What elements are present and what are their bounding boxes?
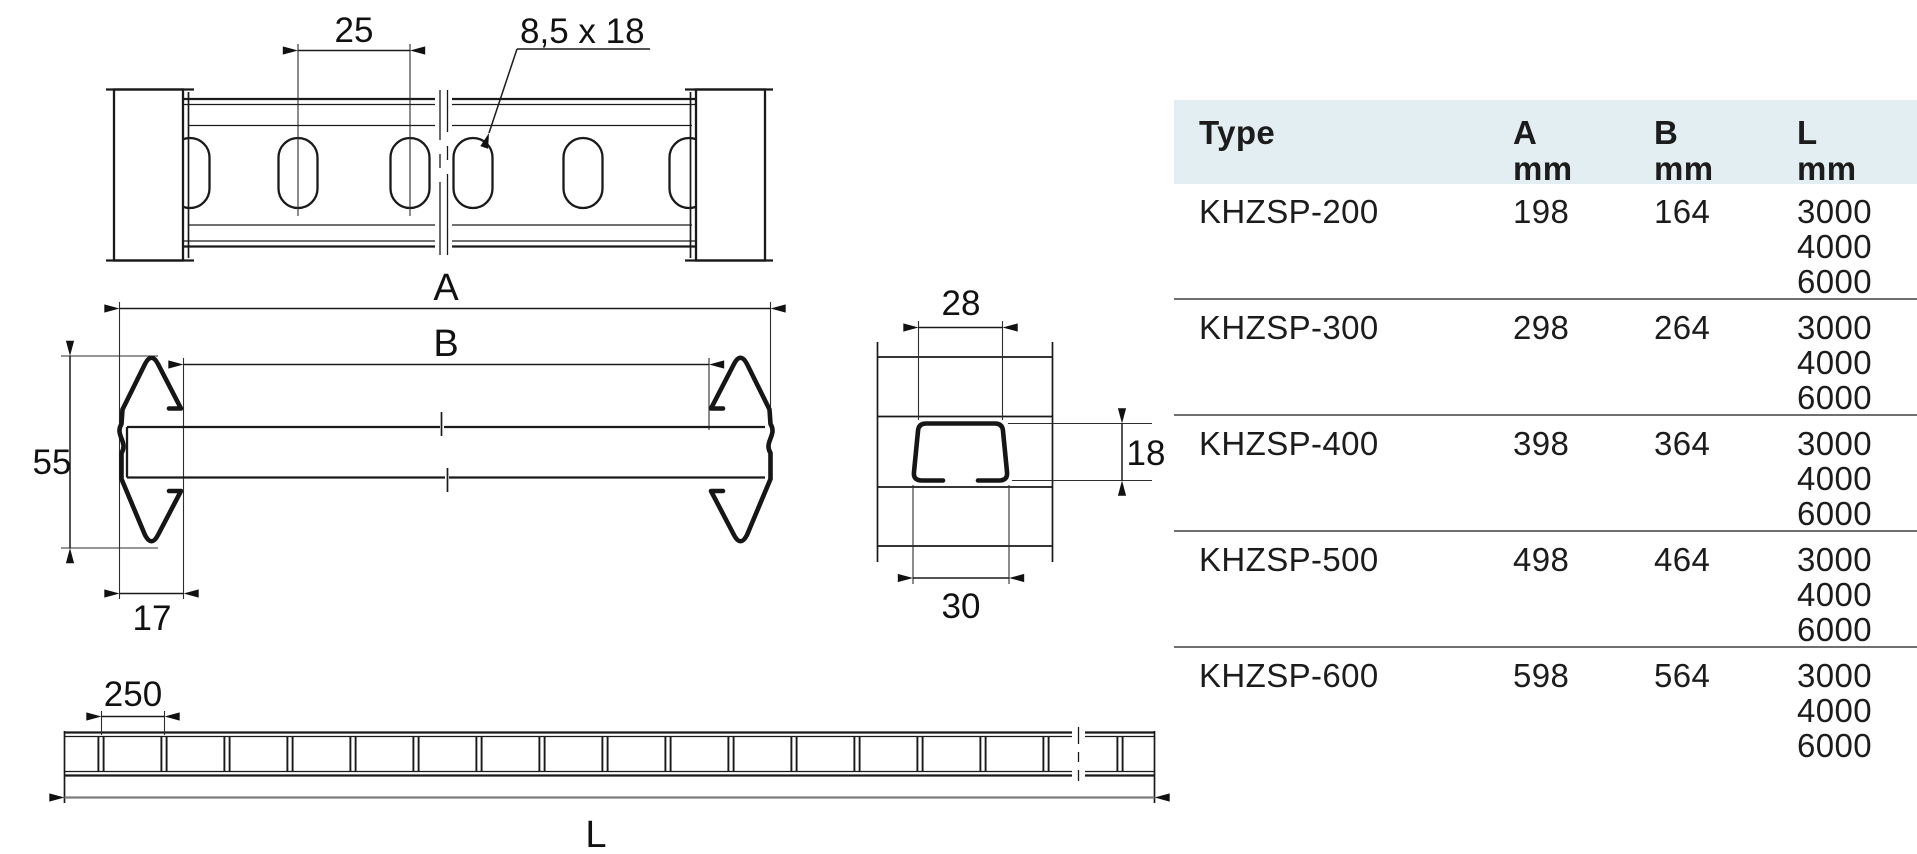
col-header-b: B mm	[1654, 114, 1714, 187]
dim-label-rung-spacing: 250	[104, 675, 162, 714]
dim-overall-width: A	[104, 267, 786, 313]
slot	[562, 136, 604, 210]
cell-a: 498	[1513, 541, 1570, 578]
spec-table: Type A mm B mm L mm KHZSP-200 198 164 30…	[1174, 100, 1917, 773]
dim-label-rung-top-width: 28	[942, 284, 981, 323]
front-view-drawing: A B 55	[33, 267, 786, 638]
side-rail-profile	[117, 355, 184, 544]
rung-profile	[911, 421, 1010, 483]
cell-type: KHZSP-300	[1199, 309, 1379, 346]
top-view-drawing: 25 8,5 x 18	[106, 11, 775, 262]
cell-a: 598	[1513, 657, 1570, 694]
cell-b: 364	[1654, 425, 1711, 462]
dim-label-rail-height: 55	[33, 443, 72, 482]
col-header-a: A mm	[1513, 114, 1573, 187]
cell-a: 398	[1513, 425, 1570, 462]
dim-slot-pitch: 25	[282, 11, 426, 216]
dim-label-rung-bottom-width: 30	[942, 587, 981, 626]
break-line	[439, 90, 449, 255]
dim-inner-width: B	[168, 323, 725, 369]
cell-b: 464	[1654, 541, 1711, 578]
rung-bar	[125, 412, 765, 492]
cell-type: KHZSP-400	[1199, 425, 1379, 462]
cell-b: 264	[1654, 309, 1711, 346]
spec-table-header: Type A mm B mm L mm	[1174, 100, 1917, 187]
cell-a: 298	[1513, 309, 1570, 346]
dim-rung-height: 18	[1008, 408, 1166, 496]
cell-b: 164	[1654, 193, 1711, 230]
side-view-drawing: 250 L	[49, 675, 1170, 854]
dim-length: L	[49, 793, 1170, 854]
cell-type: KHZSP-200	[1199, 193, 1379, 230]
technical-drawings: 25 8,5 x 18 A B	[33, 11, 1170, 854]
dim-label-slot-size: 8,5 x 18	[520, 12, 645, 51]
col-header-l: L mm	[1797, 114, 1857, 187]
cell-type: KHZSP-600	[1199, 657, 1379, 694]
slot	[452, 136, 494, 210]
dim-rail-height: 55	[33, 340, 158, 564]
dim-label-rail-width: 17	[133, 599, 172, 638]
dim-label-overall-width: A	[433, 267, 459, 309]
dim-rung-top-width: 28	[903, 284, 1018, 420]
rung-section-drawing: 28 18 30	[876, 284, 1166, 626]
dim-rail-width: 17	[104, 589, 199, 638]
dim-label-length: L	[585, 814, 606, 854]
dim-rung-bottom-width: 30	[897, 485, 1025, 626]
cell-b: 564	[1654, 657, 1711, 694]
cell-a: 198	[1513, 193, 1570, 230]
dim-label-rung-height: 18	[1127, 434, 1166, 473]
side-rail-end	[106, 88, 211, 262]
dim-label-inner-width: B	[433, 323, 458, 365]
col-header-type: Type	[1199, 114, 1276, 151]
dim-slot-size: 8,5 x 18	[480, 12, 650, 149]
dim-label-slot-pitch: 25	[335, 11, 374, 50]
ladder-rungs	[97, 737, 1124, 771]
dim-rung-spacing: 250	[86, 675, 180, 735]
cell-type: KHZSP-500	[1199, 541, 1379, 578]
